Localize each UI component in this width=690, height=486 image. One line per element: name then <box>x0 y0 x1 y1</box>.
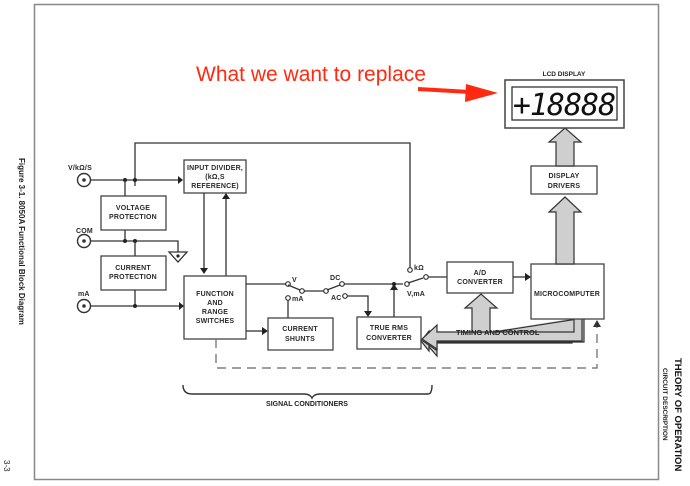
switch-label-dc: DC <box>330 275 341 282</box>
ad-converter-label: A/D <box>474 270 487 277</box>
voltage-protection-label: VOLTAGE <box>116 205 150 212</box>
input-jack-com[interactable] <box>76 233 92 249</box>
switch-label-v-ma: V,mA <box>407 291 425 298</box>
lcd-screen <box>511 86 618 121</box>
annotation-text: What we want to replace <box>196 63 426 86</box>
function-switches-label: SWITCHES <box>196 318 235 325</box>
input-divider-label: REFERENCE) <box>191 183 239 190</box>
page-frame <box>33 3 660 481</box>
voltage-protection-block <box>100 195 167 231</box>
current-protection-block <box>100 255 167 291</box>
input-divider-label: (kΩ,S <box>205 174 225 181</box>
current-shunts-label: CURRENT <box>282 326 318 333</box>
voltage-protection-label: PROTECTION <box>109 214 157 221</box>
switch-contact-ma <box>285 295 291 301</box>
lcd-readout: +18888 <box>513 88 615 123</box>
switch-contact-kohm <box>407 267 413 273</box>
function-switches-label: AND <box>207 300 223 307</box>
display-drivers-label: DISPLAY <box>548 173 579 180</box>
switch-label-ma: mA <box>292 296 304 303</box>
current-shunts-block <box>267 317 334 351</box>
microcomputer-block <box>530 263 605 320</box>
display-drivers-block <box>530 165 598 195</box>
input-jack-v-ohm-s[interactable] <box>76 172 92 188</box>
switch-label-kohm: kΩ <box>414 265 424 272</box>
true-rms-converter-block <box>356 316 422 350</box>
display-drivers-label: DRIVERS <box>548 183 581 190</box>
function-switches-label: FUNCTION <box>196 291 234 298</box>
true-rms-label: CONVERTER <box>366 335 412 342</box>
section-subtitle: CIRCUIT DESCRIPTION <box>661 368 668 441</box>
annotation-arrow-icon <box>417 84 498 102</box>
input-divider-block <box>183 159 247 194</box>
switch-label-ac: AC <box>331 295 342 302</box>
function-range-switches-block <box>183 275 247 340</box>
page-number: 3-3 <box>2 460 11 472</box>
lcd-display-label: LCD DISPLAY <box>543 71 586 78</box>
input-label-com: COM <box>76 228 93 235</box>
ad-converter-block <box>446 261 514 294</box>
bus-label: TIMING AND CONTROL <box>456 328 540 337</box>
ad-converter-label: CONVERTER <box>457 279 503 286</box>
group-label: SIGNAL CONDITIONERS <box>266 401 348 408</box>
figure-caption: Figure 3-1. 8050A Functional Block Diagr… <box>17 158 26 325</box>
switch-contact-dc <box>339 281 345 287</box>
switch-contact-ac <box>342 293 348 299</box>
ground-icon <box>167 251 189 263</box>
microcomputer-label: MICROCOMPUTER <box>534 291 600 298</box>
signal-conditioners-brace <box>182 384 433 400</box>
input-jack-ma[interactable] <box>76 298 92 314</box>
current-protection-label: PROTECTION <box>109 274 157 281</box>
current-shunts-label: SHUNTS <box>285 336 315 343</box>
input-divider-label: INPUT DIVIDER, <box>187 165 243 172</box>
function-switches-label: RANGE <box>202 309 228 316</box>
current-protection-label: CURRENT <box>115 265 151 272</box>
input-label-v-ohm-s: V/kΩ/S <box>68 165 92 172</box>
section-title: THEORY OF OPERATION <box>672 358 683 471</box>
true-rms-label: TRUE RMS <box>370 325 408 332</box>
input-label-ma: mA <box>78 291 90 298</box>
switch-label-v: V <box>292 277 297 284</box>
